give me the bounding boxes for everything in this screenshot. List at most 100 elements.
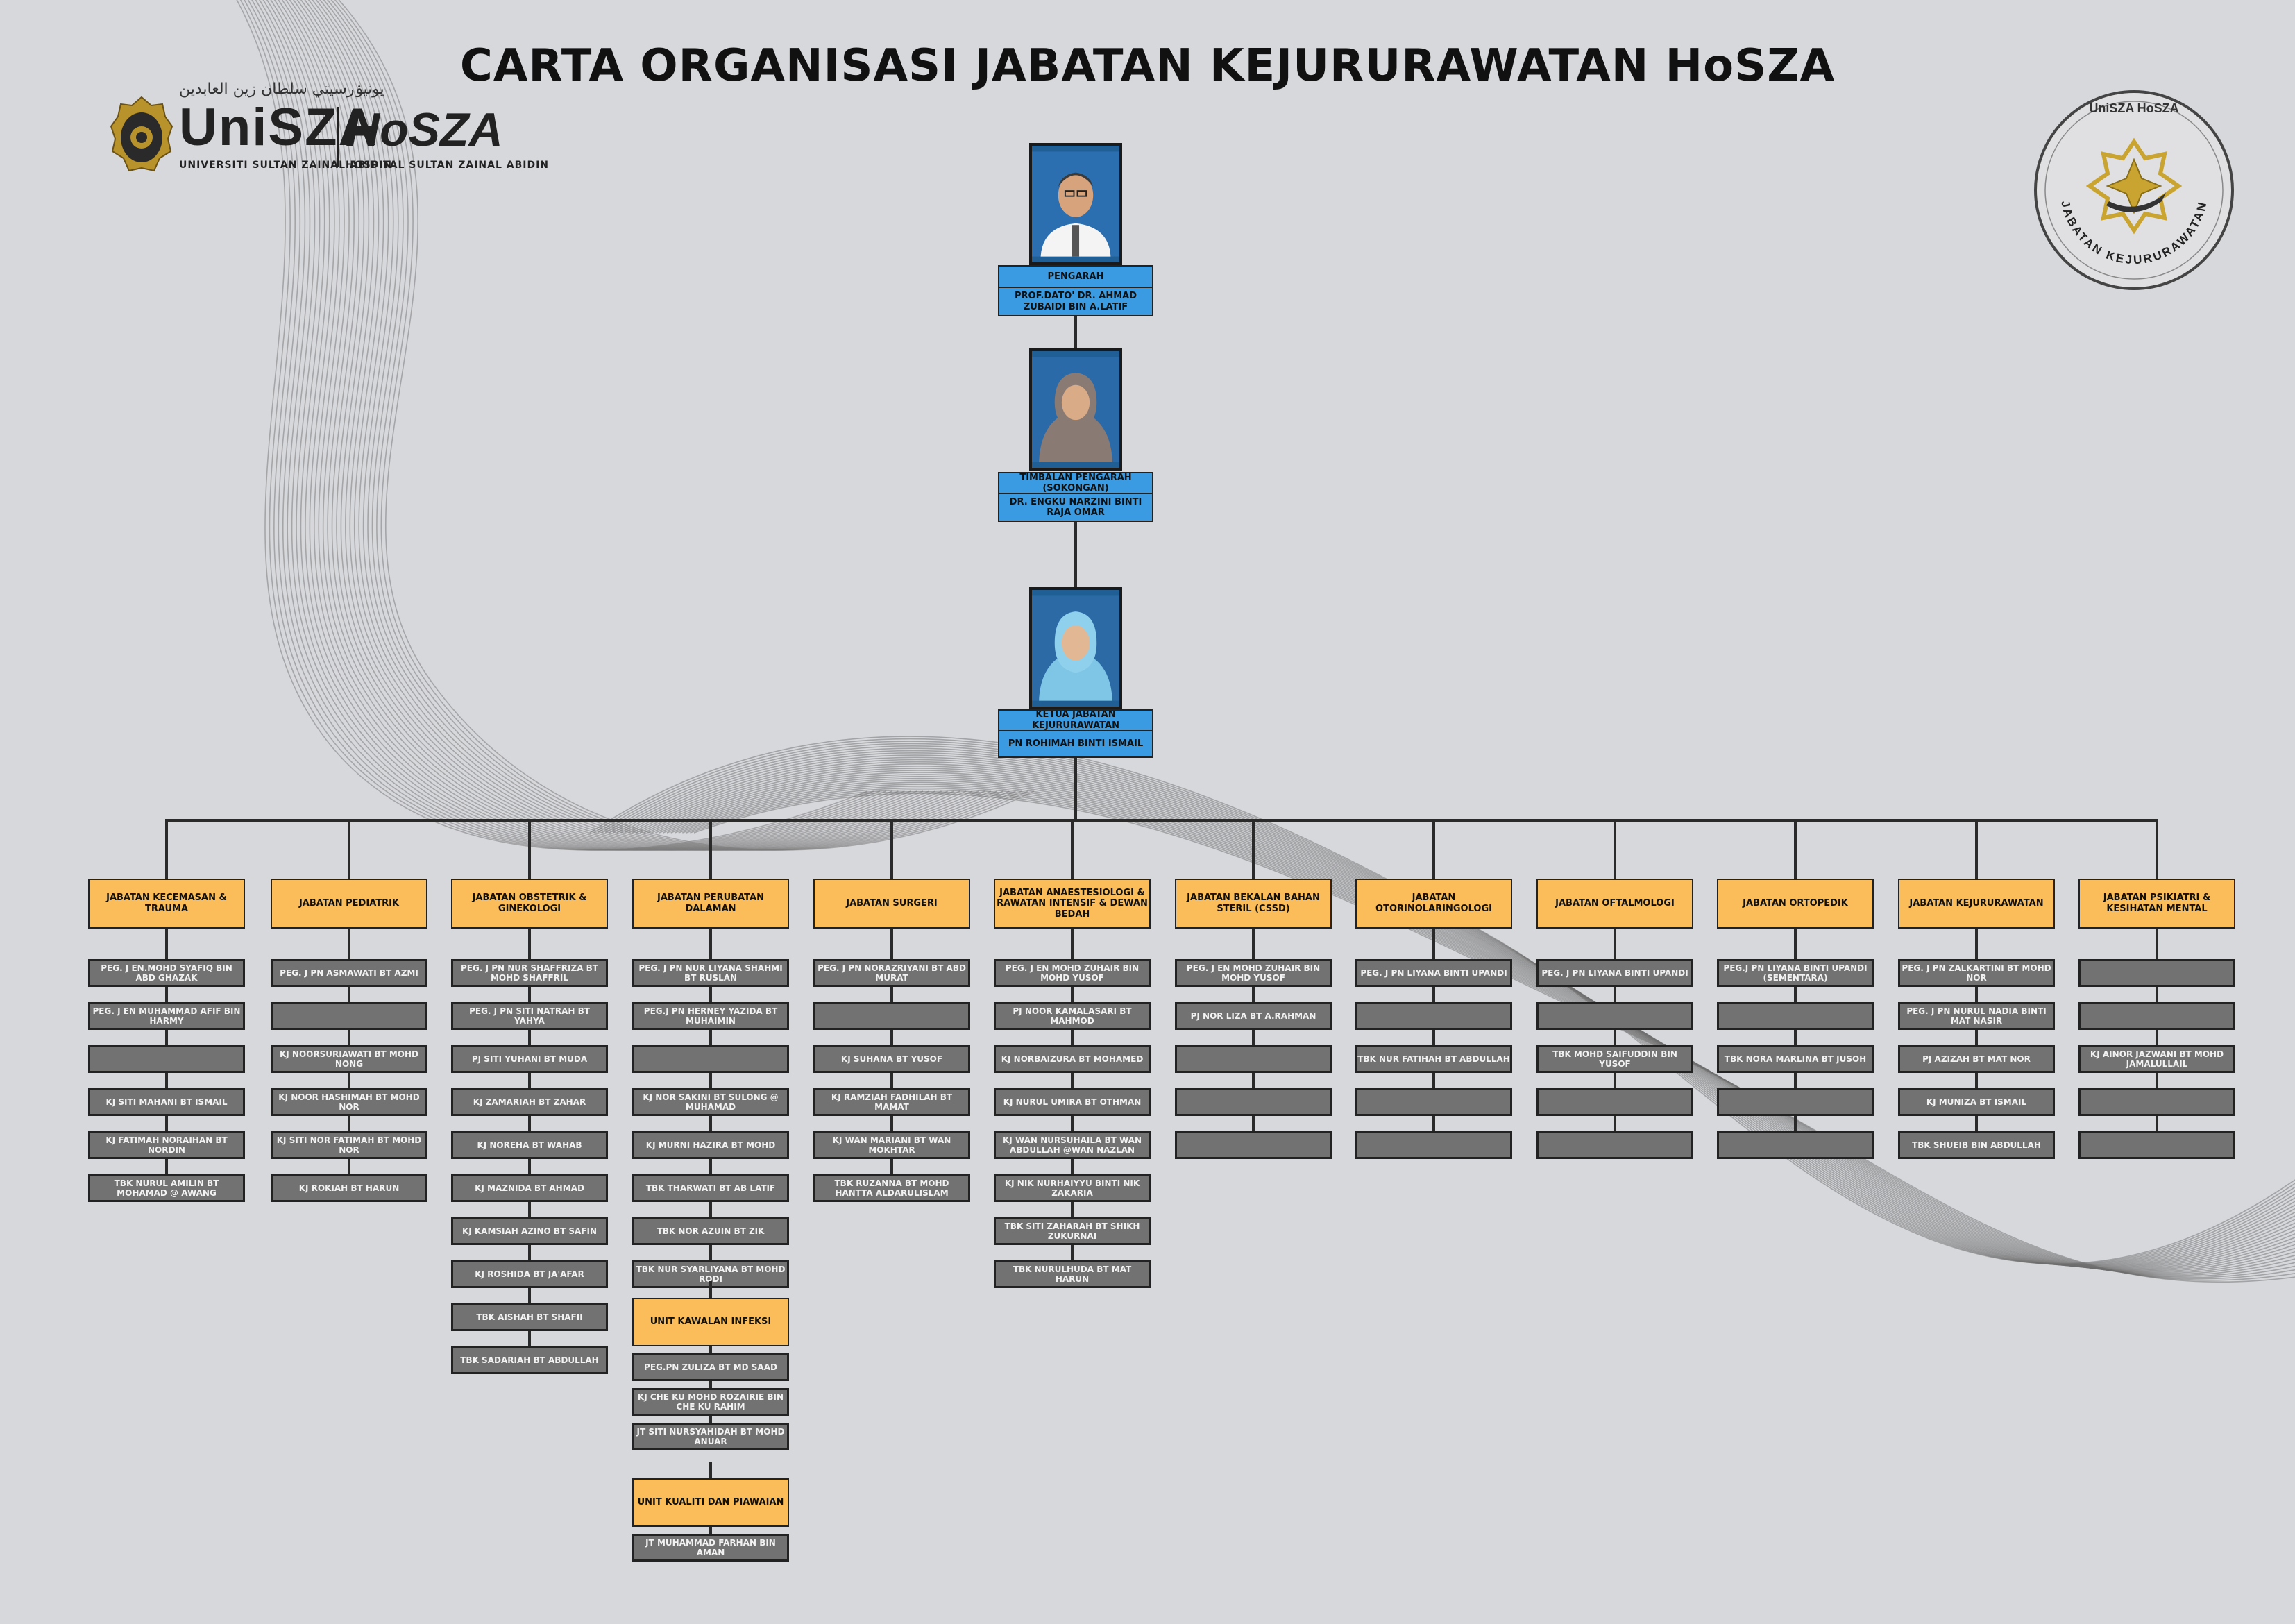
connector-line [1074,316,1077,348]
staff-box: KJ NURUL UMIRA BT OTHMAN [994,1088,1151,1116]
staff-box [1175,1088,1332,1116]
staff-box: TBK NUR FATIHAH BT ABDULLAH [1355,1045,1512,1073]
staff-box: PEG. J PN LIYANA BINTI UPANDI [1536,959,1693,987]
staff-box: KJ NOOR HASHIMAH BT MOHD NOR [271,1088,427,1116]
staff-box [2078,1088,2235,1116]
unisza-hosza-logo: يونيۏرسيتي سلطان زين العابدين UniSZA UNI… [110,81,548,179]
unisza-wordmark: UniSZA [179,98,378,157]
department-box: JABATAN KECEMASAN & TRAUMA [88,879,245,929]
staff-box [1175,1131,1332,1159]
staff-box: KJ AINOR JAZWANI BT MOHD JAMALULLAIL [2078,1045,2235,1073]
connector-line [709,820,712,879]
staff-box [1175,1045,1332,1073]
staff-box: KJ MURNI HAZIRA BT MOHD [632,1131,789,1159]
staff-box: PEG. J EN MOHD ZUHAIR BIN MOHD YUSOF [1175,959,1332,987]
staff-box: PEG. J PN NORAZRIYANI BT ABD MURAT [813,959,970,987]
department-box: JABATAN BEKALAN BAHAN STERIL (CSSD) [1175,879,1332,929]
connector-line [1071,820,1074,879]
connector-line [1614,929,1616,1145]
connector-line [1614,820,1616,879]
staff-box: PJ SITI YUHANI BT MUDA [451,1045,608,1073]
department-box: JABATAN PEDIATRIK [271,879,427,929]
staff-box [1536,1002,1693,1030]
staff-box [1717,1002,1874,1030]
jabatan-kejururawatan-seal: UniSZA HoSZA JABATAN KEJURURAWATAN [2034,90,2234,290]
department-box: JABATAN OTORINOLARINGOLOGI [1355,879,1512,929]
staff-box: KJ SITI NOR FATIMAH BT MOHD NOR [271,1131,427,1159]
staff-box: KJ ZAMARIAH BT ZAHAR [451,1088,608,1116]
staff-box: TBK NURUL AMILIN BT MOHAMAD @ AWANG [88,1174,245,1202]
leader-role-box: PENGARAH [998,265,1153,289]
staff-box: KJ NOORSURIAWATI BT MOHD NONG [271,1045,427,1073]
staff-box: PEG. J PN LIYANA BINTI UPANDI [1355,959,1512,987]
connector-line [1794,820,1797,879]
connector-line [709,1527,712,1534]
staff-box: KJ ROKIAH BT HARUN [271,1174,427,1202]
staff-box: TBK SHUEIB BIN ABDULLAH [1898,1131,2055,1159]
staff-box: KJ KAMSIAH AZINO BT SAFIN [451,1217,608,1245]
connector-line [709,1281,712,1298]
staff-box: PJ NOR LIZA BT A.RAHMAN [1175,1002,1332,1030]
staff-box [1355,1131,1512,1159]
staff-box: PEG. J PN NUR LIYANA SHAHMI BT RUSLAN [632,959,789,987]
page-title: CARTA ORGANISASI JABATAN KEJURURAWATAN H… [459,40,1836,92]
department-box: JABATAN ANAESTESIOLOGI & RAWATAN INTENSI… [994,879,1151,929]
connector-line [1432,820,1435,879]
staff-box: PEG. J EN MUHAMMAD AFIF BIN HARMY [88,1002,245,1030]
connector-line [1252,820,1255,879]
leader-role-box: KETUA JABATAN KEJURURAWATAN [998,709,1153,731]
leader-name-box: PROF.DATO' DR. AHMAD ZUBAIDI BIN A.LATIF [998,287,1153,316]
unisza-crest-icon [110,96,173,172]
staff-box: PEG. J EN MOHD ZUHAIR BIN MOHD YUSOF [994,959,1151,987]
department-box: JABATAN KEJURURAWATAN [1898,879,2055,929]
connector-line [709,1462,712,1478]
hosza-full-name: HOSPITAL SULTAN ZAINAL ABIDIN [346,160,550,171]
staff-box [88,1045,245,1073]
staff-box [2078,1002,2235,1030]
department-box: JABATAN PERUBATAN DALAMAN [632,879,789,929]
seal-top-label: UniSZA HoSZA [2089,101,2178,115]
staff-box: TBK AISHAH BT SHAFII [451,1303,608,1331]
staff-box [271,1002,427,1030]
department-box: JABATAN OFTALMOLOGI [1536,879,1693,929]
portrait-photo [1029,143,1122,265]
unit-staff-box: JT SITI NURSYAHIDAH BT MOHD ANUAR [632,1423,789,1450]
staff-box: TBK RUZANNA BT MOHD HANTTA ALDARULISLAM [813,1174,970,1202]
unit-box: UNIT KUALITI DAN PIAWAIAN [632,1478,789,1527]
unisza-arabic-name: يونيۏرسيتي سلطان زين العابدين [179,81,384,98]
staff-box [632,1045,789,1073]
staff-box: KJ WAN NURSUHAILA BT WAN ABDULLAH @WAN N… [994,1131,1151,1159]
staff-box: KJ RAMZIAH FADHILAH BT MAMAT [813,1088,970,1116]
connector-line [1074,522,1077,587]
staff-box: PJ AZIZAH BT MAT NOR [1898,1045,2055,1073]
unit-staff-box: PEG.PN ZULIZA BT MD SAAD [632,1353,789,1381]
staff-box: KJ MAZNIDA BT AHMAD [451,1174,608,1202]
portrait-photo [1029,587,1122,709]
logo-divider [337,107,339,167]
leader-role-box: TIMBALAN PENGARAH (SOKONGAN) [998,472,1153,495]
connector-line [1794,929,1797,1145]
connector-line [2156,929,2158,1145]
staff-box: TBK THARWATI BT AB LATIF [632,1174,789,1202]
staff-box [813,1002,970,1030]
leader-name-box: DR. ENGKU NARZINI BINTI RAJA OMAR [998,493,1153,522]
leader-name-box: PN ROHIMAH BINTI ISMAIL [998,729,1153,758]
unit-box: UNIT KAWALAN INFEKSI [632,1298,789,1346]
staff-box: PEG. J PN NURUL NADIA BINTI MAT NASIR [1898,1002,2055,1030]
department-box: JABATAN PSIKIATRI & KESIHATAN MENTAL [2078,879,2235,929]
connector-line [1074,758,1077,820]
staff-box: TBK SADARIAH BT ABDULLAH [451,1346,608,1374]
staff-box: KJ NOR SAKINI BT SULONG @ MUHAMAD [632,1088,789,1116]
staff-box: TBK MOHD SAIFUDDIN BIN YUSOF [1536,1045,1693,1073]
department-box: JABATAN SURGERI [813,879,970,929]
staff-box [2078,1131,2235,1159]
staff-box: KJ NIK NURHAIYYU BINTI NIK ZAKARIA [994,1174,1151,1202]
staff-box: TBK SITI ZAHARAH BT SHIKH ZUKURNAI [994,1217,1151,1245]
department-box: JABATAN OBSTETRIK & GINEKOLOGI [451,879,608,929]
staff-box: TBK NURULHUDA BT MAT HARUN [994,1260,1151,1288]
connector-line [709,1381,712,1388]
connector-line [2156,820,2158,879]
unit-staff-box: JT MUHAMMAD FARHAN BIN AMAN [632,1534,789,1562]
staff-box: TBK NOR AZUIN BT ZIK [632,1217,789,1245]
